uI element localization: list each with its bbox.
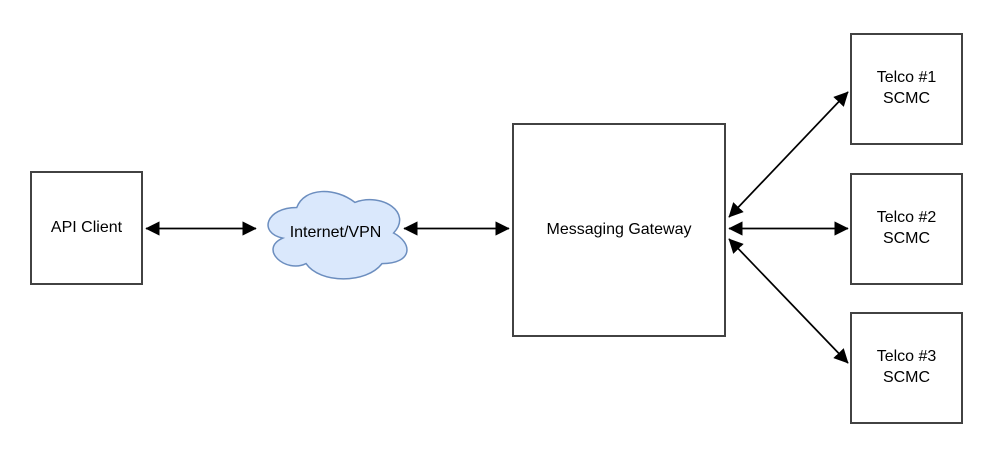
telco-2-scmc-label: Telco #2 SCMC xyxy=(876,209,937,247)
telco-1-scmc-node: Telco #1 SCMC xyxy=(850,33,963,145)
telco-3-scmc-label: Telco #3 SCMC xyxy=(876,348,937,386)
messaging-gateway-label: Messaging Gateway xyxy=(546,220,692,238)
messaging-gateway-node: Messaging Gateway xyxy=(512,123,726,337)
telco-1-scmc-label: Telco #1 SCMC xyxy=(876,69,937,107)
arrow-gateway-telco-1 xyxy=(728,91,849,218)
api-client-node: API Client xyxy=(30,171,143,285)
api-client-label: API Client xyxy=(50,218,123,236)
telco-2-scmc-node: Telco #2 SCMC xyxy=(850,173,963,285)
arrow-gateway-telco-3 xyxy=(728,238,849,364)
internet-vpn-cloud-shape xyxy=(267,190,408,280)
telco-3-scmc-node: Telco #3 SCMC xyxy=(850,312,963,424)
